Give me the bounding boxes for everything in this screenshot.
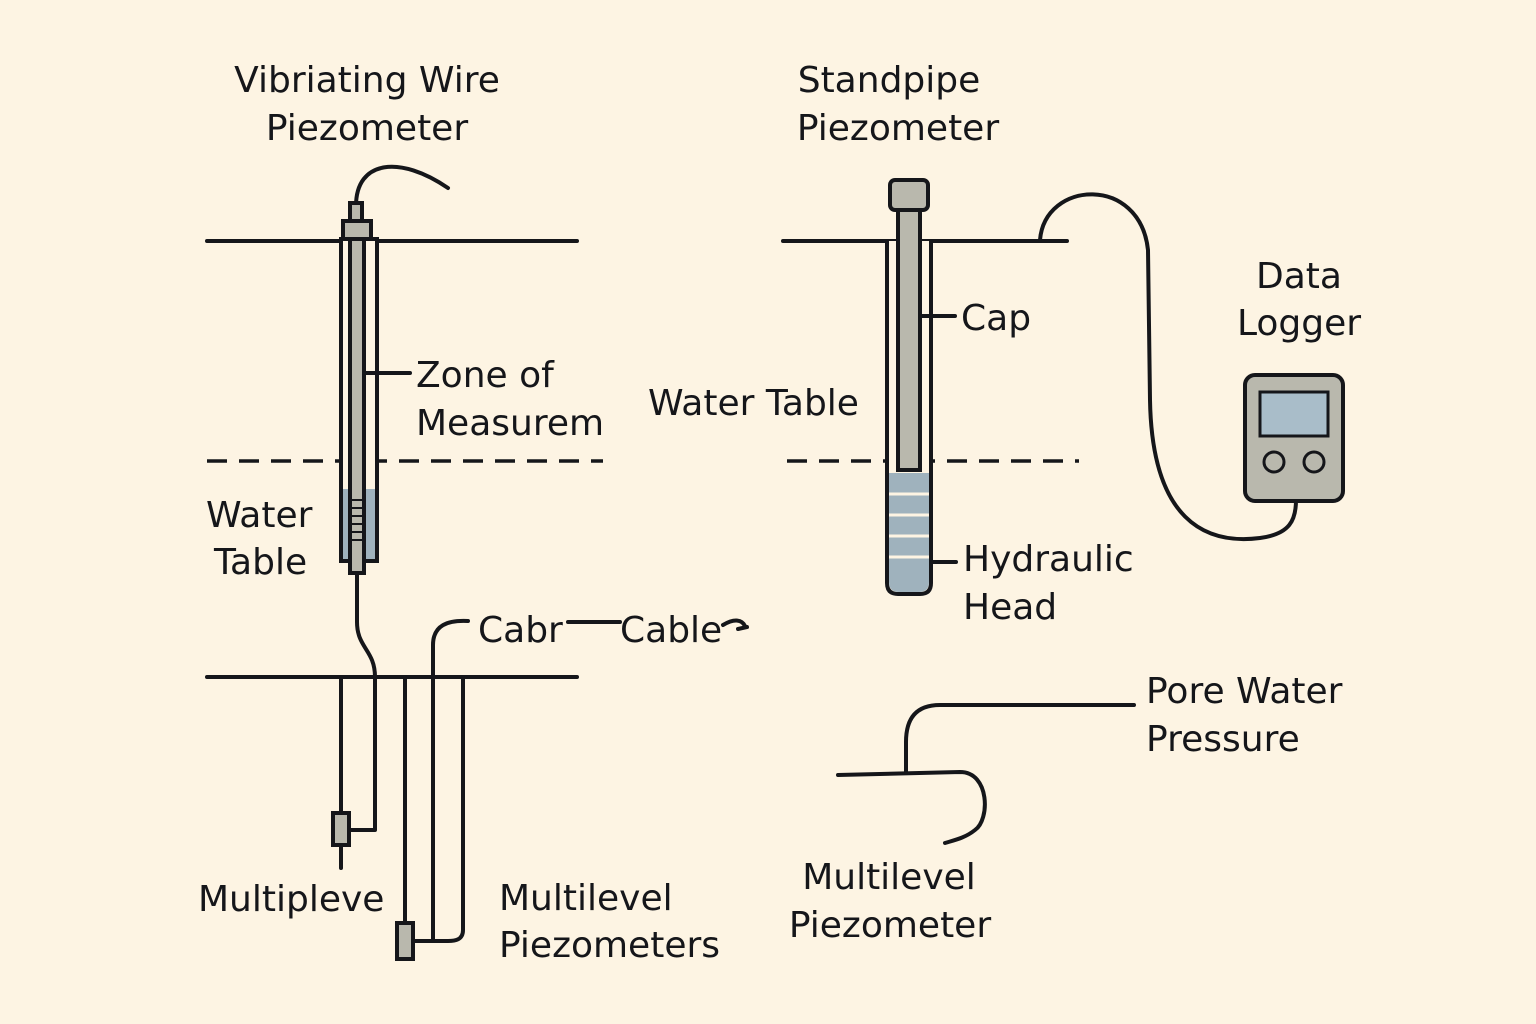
water-table-left-line1: Water: [206, 495, 313, 536]
cable-to-surface: [431, 618, 470, 943]
pore-water-label-line1: Pore Water: [1146, 671, 1343, 712]
data-logger-device: [1243, 373, 1345, 503]
sensor-coil: [352, 499, 362, 541]
cap-label: Cap: [961, 298, 1031, 339]
data-logger-label-line2: Logger: [1237, 303, 1361, 344]
sp-title-line1: Standpipe: [798, 60, 981, 101]
vw-title-line1: Vibriating Wire: [234, 60, 500, 101]
signal-cable-down: [340, 571, 377, 832]
sensor-rod: [348, 237, 366, 575]
multilevel-right-label-line2: Piezometer: [789, 905, 991, 946]
multilevel-right-line: [836, 770, 987, 845]
multilevel-label-a: Multipleve: [198, 879, 384, 920]
standpipe-riser: [896, 208, 922, 472]
standpipe-water: [889, 473, 929, 592]
multilevel-sensor-1: [331, 811, 351, 847]
pore-water-label-line2: Pressure: [1146, 719, 1300, 760]
pore-water-line: [904, 703, 1136, 774]
multilevel-right-label-line1: Multilevel: [802, 857, 976, 898]
signal-cable-top: [354, 164, 450, 208]
casing-head: [341, 219, 373, 241]
zone-label-line2: Measurem: [416, 403, 604, 444]
cable-label-2: Cable: [620, 610, 722, 651]
water-table-left-line2: Table: [213, 542, 307, 583]
cable-label-1: Cabr: [478, 610, 563, 651]
sp-title-line2: Piezometer: [797, 108, 999, 149]
standpipe-piezometer: Standpipe Piezometer Cap Water Table Hyd…: [648, 60, 1361, 946]
zone-label-line1: Zone of: [416, 355, 555, 396]
standpipe-cap: [888, 178, 930, 212]
cable-end-squiggle: [721, 618, 749, 631]
water-table-right-label: Water Table: [648, 383, 859, 424]
data-logger-label-line1: Data: [1256, 256, 1342, 297]
multilevel-label-b-line1: Multilevel: [499, 878, 673, 919]
data-logger-cable: [1038, 192, 1298, 542]
vw-title-line2: Piezometer: [266, 108, 468, 149]
standpipe-screen: [889, 492, 929, 559]
multilevel-label-b-line2: Piezometers: [499, 925, 720, 966]
hydraulic-label-line2: Head: [963, 587, 1057, 628]
vibrating-wire-piezometer: Vibriating Wire Piezometer Zone of Measu…: [198, 60, 749, 966]
hydraulic-label-line1: Hydraulic: [963, 539, 1134, 580]
multilevel-line-3: [411, 675, 465, 943]
multilevel-sensor-2: [395, 921, 415, 961]
